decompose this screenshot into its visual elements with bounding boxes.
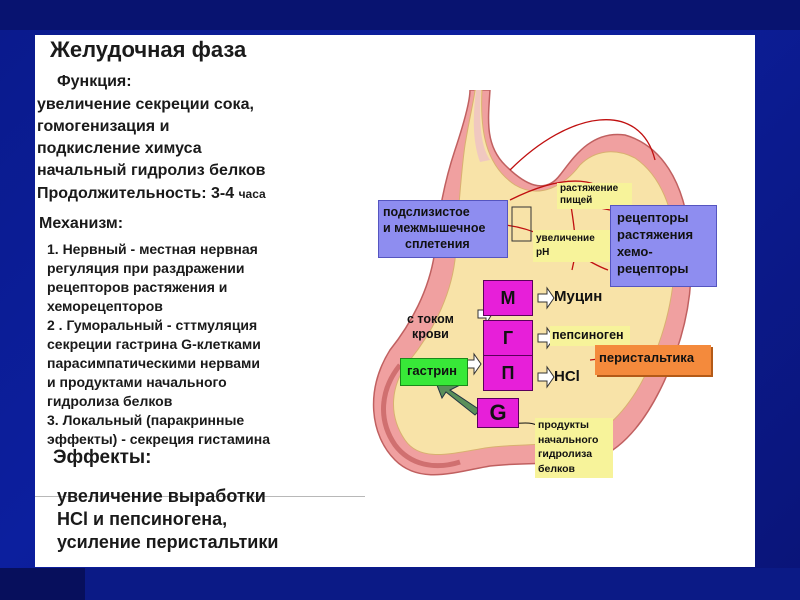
- mucin-label: Муцин: [554, 288, 603, 305]
- receptors-line: рецепторы: [617, 210, 689, 225]
- cell-g: Г: [483, 320, 533, 356]
- mechanism-line: парасимпатическими нервами: [47, 355, 260, 371]
- function-text: увеличение секреции сока, гомогенизация …: [37, 94, 266, 182]
- ph-line: увеличение: [536, 233, 595, 244]
- function-line: увеличение секреции сока,: [37, 96, 254, 113]
- peristalsis-label: перистальтика: [599, 350, 695, 365]
- ph-line: pH: [536, 247, 550, 258]
- mechanism-text: 1. Нервный - местная нервная регуляция п…: [47, 240, 270, 449]
- pepsinogen-label: пепсиноген: [552, 328, 624, 342]
- receptors-line: хемо-: [617, 244, 653, 259]
- function-line: гомогенизация и: [37, 118, 170, 135]
- mechanism-heading: Механизм:: [39, 215, 124, 232]
- receptors-line: рецепторы: [617, 261, 689, 276]
- products-line: белков: [538, 462, 575, 475]
- hcl-label: HCl: [554, 368, 580, 385]
- effects-line: усиление перистальтики: [57, 532, 279, 552]
- divider-line: [35, 496, 365, 497]
- plexus-line: сплетения: [405, 237, 470, 251]
- function-heading: Функция:: [57, 73, 132, 90]
- products-line: продукты: [538, 419, 590, 431]
- reflex-line: [509, 119, 656, 171]
- mechanism-line: 1. Нервный - местная нервная: [47, 241, 258, 257]
- peristalsis-box: перистальтика: [595, 345, 711, 375]
- mechanism-line: эффекты) - секреция гистамина: [47, 431, 271, 447]
- receptors-label: рецепторы растяжения хемо- рецепторы: [617, 209, 693, 277]
- stomach-diagram: подслизистое и межмышечное сплетения рас…: [340, 90, 755, 540]
- mechanism-line: 3. Локальный (паракринные: [47, 412, 245, 428]
- bottom-band-dark: [0, 568, 85, 600]
- stretch-line: растяжение: [560, 183, 619, 194]
- effects-line: HCl и пепсиногена,: [57, 509, 228, 529]
- receptors-line: растяжения: [617, 227, 694, 242]
- esophagus: [473, 90, 490, 162]
- mechanism-line: регуляция при раздражении: [47, 260, 245, 276]
- duodenum: [381, 363, 461, 469]
- stretch-line: пищей: [560, 195, 593, 206]
- function-line: начальный гидролиз белков: [37, 162, 266, 179]
- bottom-band: [0, 568, 800, 600]
- mechanism-line: секреции гастрина G-клетками: [47, 336, 261, 352]
- products-label: продукты начального гидролиза белков: [538, 418, 598, 476]
- gastrin-label: гастрин: [407, 363, 458, 378]
- effects-line: увеличение выработки: [57, 486, 266, 506]
- plexus-box: подслизистое и межмышечное сплетения: [378, 200, 508, 258]
- plexus-label: подслизистое и межмышечное сплетения: [383, 204, 485, 252]
- pepsinogen-note: пепсиноген: [550, 326, 630, 346]
- products-line: начального: [538, 433, 599, 446]
- ph-note: увеличение pH: [533, 230, 610, 262]
- receptors-box: рецепторы растяжения хемо- рецепторы: [610, 205, 717, 287]
- cell-m: М: [483, 280, 533, 316]
- blood-label: с током крови: [407, 312, 454, 342]
- effects-text: увеличение выработки HCl и пепсиногена, …: [57, 485, 278, 554]
- stretch-label: растяжение пищей: [560, 183, 618, 207]
- gastrin-box: гастрин: [400, 358, 468, 386]
- mechanism-line: 2 . Гуморальный - сттмуляция: [47, 317, 258, 333]
- slide-title: Желудочная фаза: [50, 37, 247, 62]
- products-note: продукты начального гидролиза белков: [535, 418, 613, 478]
- cell-p: П: [483, 355, 533, 391]
- plexus-line: и межмышечное: [383, 221, 486, 235]
- ph-label: увеличение pH: [536, 232, 595, 260]
- mechanism-line: и продуктами начального: [47, 374, 227, 390]
- stretch-note: растяжение пищей: [557, 183, 632, 209]
- duration: Продолжительность: 3-4 часа: [37, 185, 266, 203]
- duration-unit: часа: [238, 187, 266, 201]
- mechanism-line: хеморецепторов: [47, 298, 163, 314]
- top-band: [0, 0, 800, 30]
- slide: Желудочная фаза Функция: увеличение секр…: [35, 35, 755, 567]
- plexus-line: подслизистое: [383, 205, 470, 219]
- blood-line: крови: [411, 327, 449, 341]
- duration-label: Продолжительность: 3-4: [37, 185, 235, 202]
- effects-heading: Эффекты:: [53, 447, 152, 468]
- mechanism-line: рецепторов растяжения и: [47, 279, 228, 295]
- mechanism-line: гидролиза белков: [47, 393, 173, 409]
- blood-line: с током: [407, 312, 454, 326]
- gastrin-arrow: [434, 379, 481, 416]
- plexus-marker: [511, 206, 532, 242]
- cell-gcell: G: [477, 398, 519, 428]
- function-line: подкисление химуса: [37, 140, 202, 157]
- products-line: гидролиза: [538, 448, 593, 460]
